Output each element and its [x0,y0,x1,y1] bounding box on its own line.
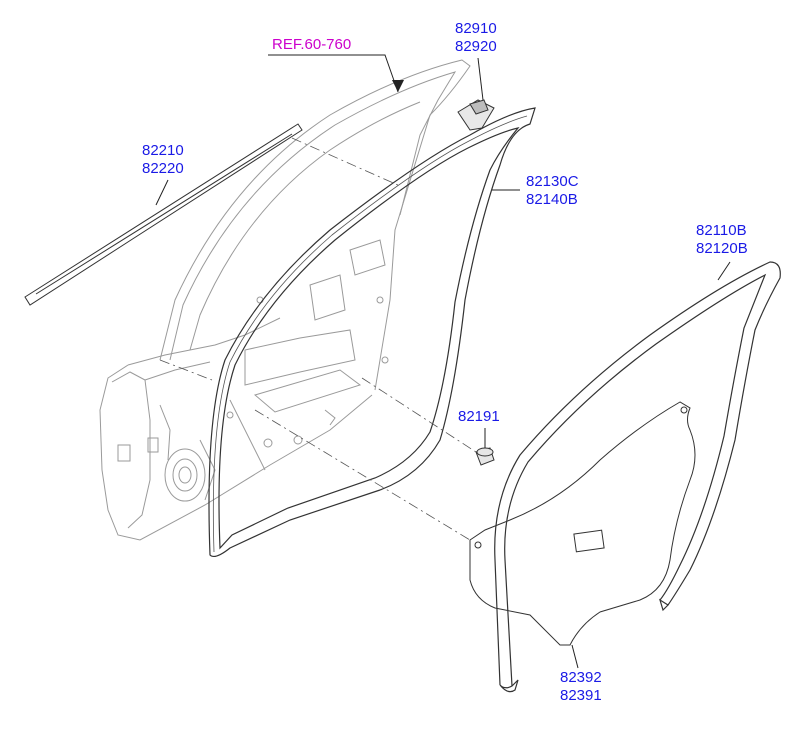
ref-arrowhead [392,80,404,92]
waterproof-film [469,401,696,646]
belt-weatherstrip [24,123,303,306]
door-opening-weatherstrip [208,107,536,558]
part-number-82120B: 82120B [696,240,748,257]
part-number-82910: 82910 [455,20,497,37]
leader-lines [155,54,731,669]
part-number-82140B: 82140B [526,191,578,208]
part-number-82391: 82391 [560,687,602,704]
part-number-82130C: 82130C [526,173,579,190]
reference-label: REF.60-760 [272,36,352,53]
part-number-82920: 82920 [455,38,497,55]
part-number-82191: 82191 [458,408,500,425]
corner-piece [457,99,495,131]
door-inner-panel [99,59,471,541]
body-weatherstrip [494,261,781,693]
guide-lines [159,137,477,541]
part-number-82110B: 82110B [696,222,747,239]
part-number-82210: 82210 [142,142,184,159]
part-number-82220: 82220 [142,160,184,177]
part-number-82392: 82392 [560,669,602,686]
plug [475,447,495,466]
